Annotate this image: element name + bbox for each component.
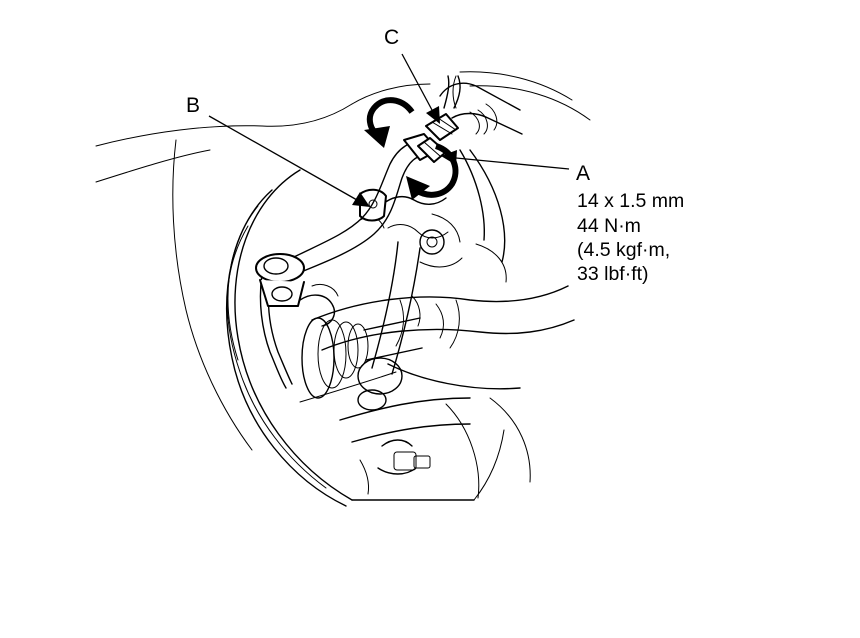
- hose-end-fitting: [255, 253, 305, 307]
- callout-label-a: A: [576, 162, 590, 185]
- leader-line-a: [441, 150, 570, 170]
- spec-torque-lbfft: 33 lbf·ft): [577, 263, 649, 285]
- lower-fasteners: [359, 439, 431, 495]
- callout-label-c: C: [384, 26, 399, 49]
- stabilizer-link: [357, 229, 463, 411]
- strut-assembly: [439, 75, 523, 283]
- spec-torque-kgfm: (4.5 kgf·m,: [577, 239, 670, 261]
- callout-label-b: B: [186, 94, 200, 117]
- torque-spec: 14 x 1.5 mm 44 N·m (4.5 kgf·m, 33 lbf·ft…: [577, 190, 684, 285]
- body-outline: [95, 71, 591, 451]
- leader-line-c: [401, 53, 440, 124]
- spec-torque-nm: 44 N·m: [577, 215, 641, 237]
- rotation-arrow-upper: [364, 97, 415, 148]
- wheel-well: [226, 169, 531, 507]
- leader-line-b: [208, 115, 370, 207]
- spec-size: 14 x 1.5 mm: [577, 190, 684, 212]
- lower-control-arm: [299, 285, 575, 443]
- brake-pipe: [425, 75, 461, 141]
- knuckle-casting: [299, 195, 461, 339]
